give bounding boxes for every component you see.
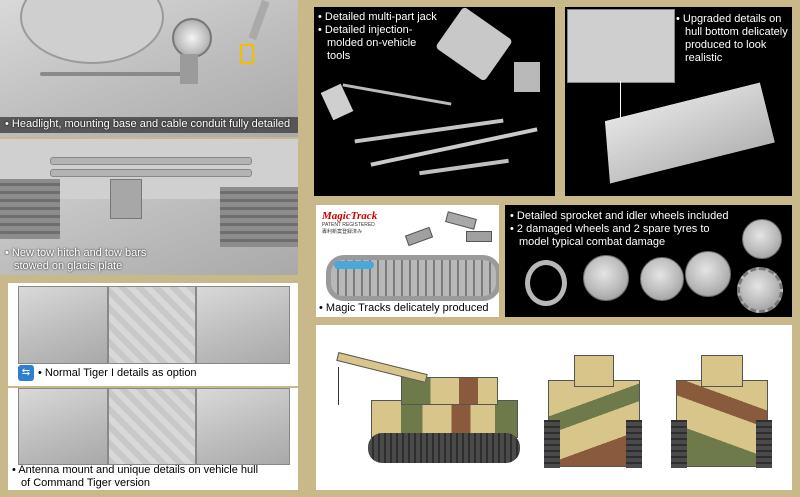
tracks-caption: Magic Tracks delicately produced xyxy=(319,302,489,315)
option-image-1 xyxy=(18,286,108,364)
patent-label-jp: 專利新案登録済み xyxy=(322,229,363,235)
jack-tools-panel: Detailed multi-part jack Detailed inject… xyxy=(314,7,555,196)
side-view-tracks xyxy=(368,433,520,463)
front-view-track-right xyxy=(626,420,642,468)
magic-tracks-panel: MagicTrack PATENT REGISTERED 專利新案登録済み Ma… xyxy=(316,205,499,317)
sledge-hammer xyxy=(419,158,509,176)
jack-base xyxy=(514,62,540,92)
tow-caption-line2: stowed on glacis plate xyxy=(14,260,123,272)
hull-inset xyxy=(567,9,675,83)
jack-item2-line2: molded on-vehicle xyxy=(327,37,417,49)
tow-bar-2 xyxy=(50,169,252,177)
spare-tyre xyxy=(525,260,567,306)
rear-view-hull xyxy=(676,380,768,467)
shovel xyxy=(320,83,354,121)
tow-hitch-panel: New tow hitch and tow bars stowed on gla… xyxy=(0,139,298,275)
left-track xyxy=(0,179,60,239)
tow-hitch xyxy=(110,179,142,219)
antenna-mount-panel: Antenna mount and unique details on vehi… xyxy=(8,388,298,490)
rear-view-turret xyxy=(701,355,743,387)
hull-bottom-model xyxy=(595,82,775,183)
front-view-turret xyxy=(574,355,614,387)
rear-view-track-left xyxy=(671,420,687,468)
inset-pointer xyxy=(620,81,621,121)
option-icon: ⇆ xyxy=(18,365,34,381)
hull-line4: realistic xyxy=(685,52,723,64)
cable-conduit xyxy=(40,72,190,76)
antenna-caption-line2: of Command Tiger version xyxy=(21,477,150,489)
track-link-1 xyxy=(404,226,434,247)
antenna-image-2 xyxy=(108,388,196,465)
tow-bar-1 xyxy=(50,157,252,165)
jack-part xyxy=(435,7,513,82)
headlight-caption: Headlight, mounting base and cable condu… xyxy=(5,118,290,131)
crane-arm xyxy=(336,352,428,383)
idler-wheel xyxy=(742,219,782,259)
option-caption: Normal Tiger I details as option xyxy=(38,367,197,380)
hull-line1: Upgraded details on xyxy=(676,13,781,26)
magictrack-logo-block: MagicTrack PATENT REGISTERED 專利新案登録済み xyxy=(322,210,378,244)
hull-line2: hull bottom delicately xyxy=(685,26,788,38)
road-wheel-3-damaged xyxy=(685,251,731,297)
mounting-base xyxy=(180,54,198,84)
wheels-line1: Detailed sprocket and idler wheels inclu… xyxy=(510,210,729,223)
antenna-image-1 xyxy=(18,388,108,465)
highlight-marker xyxy=(240,44,254,64)
antenna-rod xyxy=(248,0,270,41)
track-link-2 xyxy=(445,211,477,230)
sprocket-wheel xyxy=(737,267,783,313)
magictrack-logo-text: MagicTrack xyxy=(322,210,378,222)
wheels-line2: 2 damaged wheels and 2 spare tyres to xyxy=(510,223,710,236)
option-image-2 xyxy=(108,286,196,364)
hull-bottom-panel: Upgraded details on hull bottom delicate… xyxy=(565,7,792,196)
camouflage-views-panel xyxy=(316,325,792,490)
right-track xyxy=(220,187,298,247)
wheels-panel: Detailed sprocket and idler wheels inclu… xyxy=(505,205,792,317)
side-view-superstructure xyxy=(401,377,498,405)
wheels-line3: model typical combat damage xyxy=(519,236,666,248)
front-view-hull xyxy=(548,380,640,467)
headlight-body xyxy=(172,18,212,58)
normal-tiger-option-panel: ⇆ Normal Tiger I details as option xyxy=(8,283,298,386)
antenna-caption-line1: Antenna mount and unique details on vehi… xyxy=(12,464,258,477)
road-wheel-2-damaged xyxy=(640,257,684,301)
rear-view-track-right xyxy=(756,420,772,468)
jack-item2-line1: Detailed injection- xyxy=(318,24,412,37)
front-view-track-left xyxy=(544,420,560,468)
hull-hatch-disc xyxy=(20,0,164,64)
track-link-3 xyxy=(466,231,492,242)
road-wheel-1 xyxy=(583,255,629,301)
headlight-panel: Headlight, mounting base and cable condu… xyxy=(0,0,298,137)
crane-hook-cable xyxy=(338,367,339,405)
track-highlight xyxy=(334,261,374,269)
antenna-image-3 xyxy=(196,388,290,465)
tow-caption-line1: New tow hitch and tow bars xyxy=(5,247,147,260)
tool-handle xyxy=(342,83,452,106)
hull-line3: produced to look xyxy=(685,39,767,51)
patent-label: PATENT REGISTERED xyxy=(322,222,375,228)
option-image-3 xyxy=(196,286,290,364)
jack-item1: Detailed multi-part jack xyxy=(318,11,437,24)
jack-item2-line3: tools xyxy=(327,50,351,62)
